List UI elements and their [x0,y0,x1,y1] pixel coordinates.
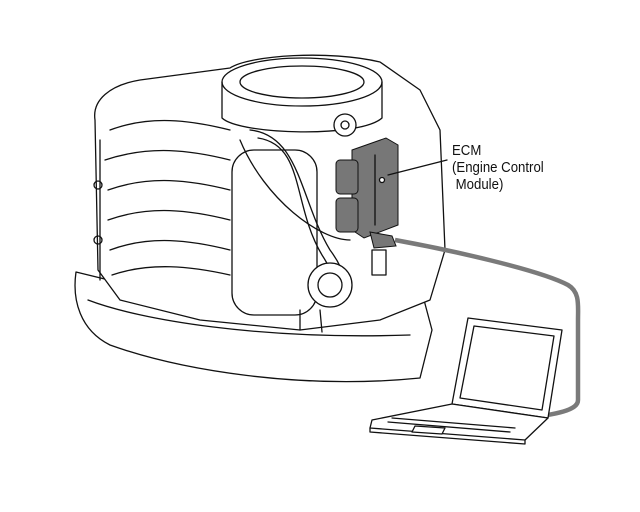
ecm-callout-line2: Module) [452,176,504,193]
laptop [369,317,563,445]
diagnostic-cable [369,231,581,423]
ecm-callout-title: ECM [452,142,482,159]
ecm-callout-line1: (Engine Control [452,159,544,176]
outboard-engine [74,54,446,383]
ecm-module [335,137,399,239]
leader-line [387,159,448,176]
